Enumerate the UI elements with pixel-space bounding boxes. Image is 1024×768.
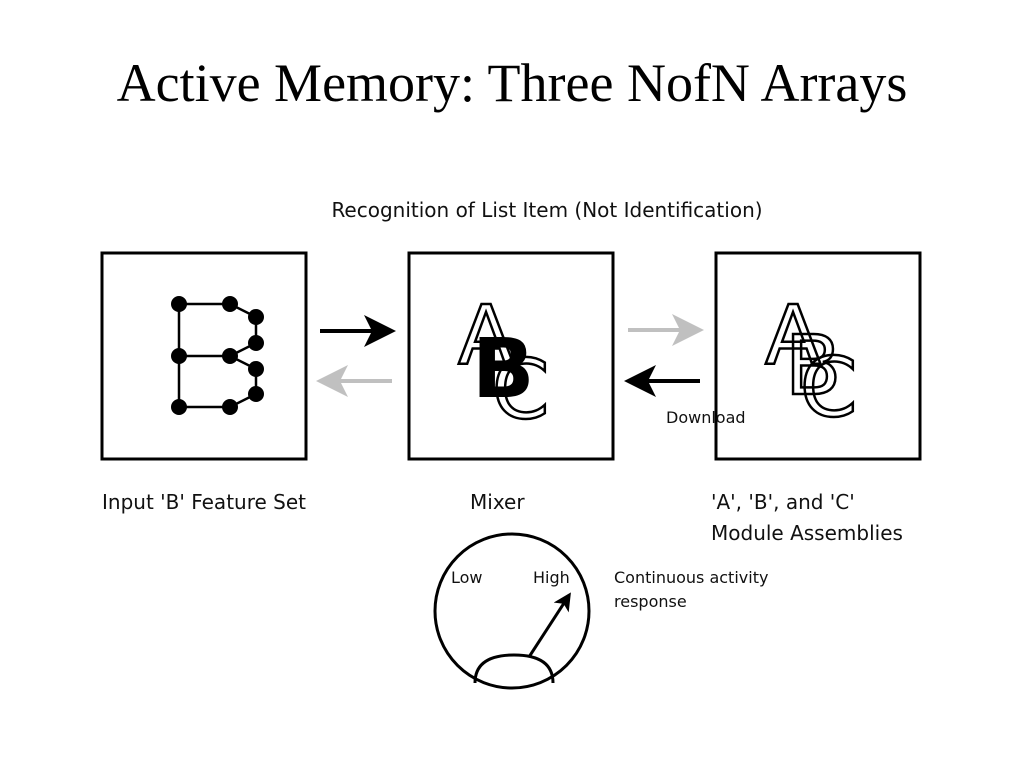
meter-dial xyxy=(433,532,591,690)
meter-high-label: High xyxy=(533,568,570,587)
meter-low-label: Low xyxy=(451,568,483,587)
meter-hub xyxy=(473,653,555,684)
modules-panel-caption-line1: 'A', 'B', and 'C' xyxy=(711,490,855,514)
mixer-panel-frame xyxy=(407,251,615,461)
module-letter-a: A xyxy=(765,289,821,384)
meter-needle xyxy=(527,592,571,658)
diagram-subtitle: Recognition of List Item (Not Identifica… xyxy=(331,198,763,222)
mixer-panel: A C B xyxy=(407,251,615,461)
activity-meter xyxy=(433,532,591,690)
b-feature-graph xyxy=(177,302,258,409)
module-assemblies-panel: A B C xyxy=(714,251,922,461)
download-label: Download xyxy=(666,408,746,427)
modules-panel-frame xyxy=(714,251,922,461)
input-panel-frame xyxy=(100,251,308,461)
meter-description-line2: response xyxy=(614,592,687,611)
mixer-letter-a: A xyxy=(458,289,514,384)
input-panel-caption: Input 'B' Feature Set xyxy=(102,490,306,514)
module-letter-b: B xyxy=(785,319,841,414)
meter-description-line1: Continuous activity xyxy=(614,568,769,587)
modules-panel-caption-line2: Module Assemblies xyxy=(711,521,903,545)
b-feature-nodes xyxy=(171,296,264,415)
mixer-letter-c: C xyxy=(492,343,549,438)
input-feature-panel xyxy=(100,251,308,461)
mixer-panel-caption: Mixer xyxy=(470,490,525,514)
slide-title: Active Memory: Three NofN Arrays xyxy=(116,53,908,113)
module-letter-c: C xyxy=(800,341,857,436)
mixer-letter-b: B xyxy=(472,322,535,417)
